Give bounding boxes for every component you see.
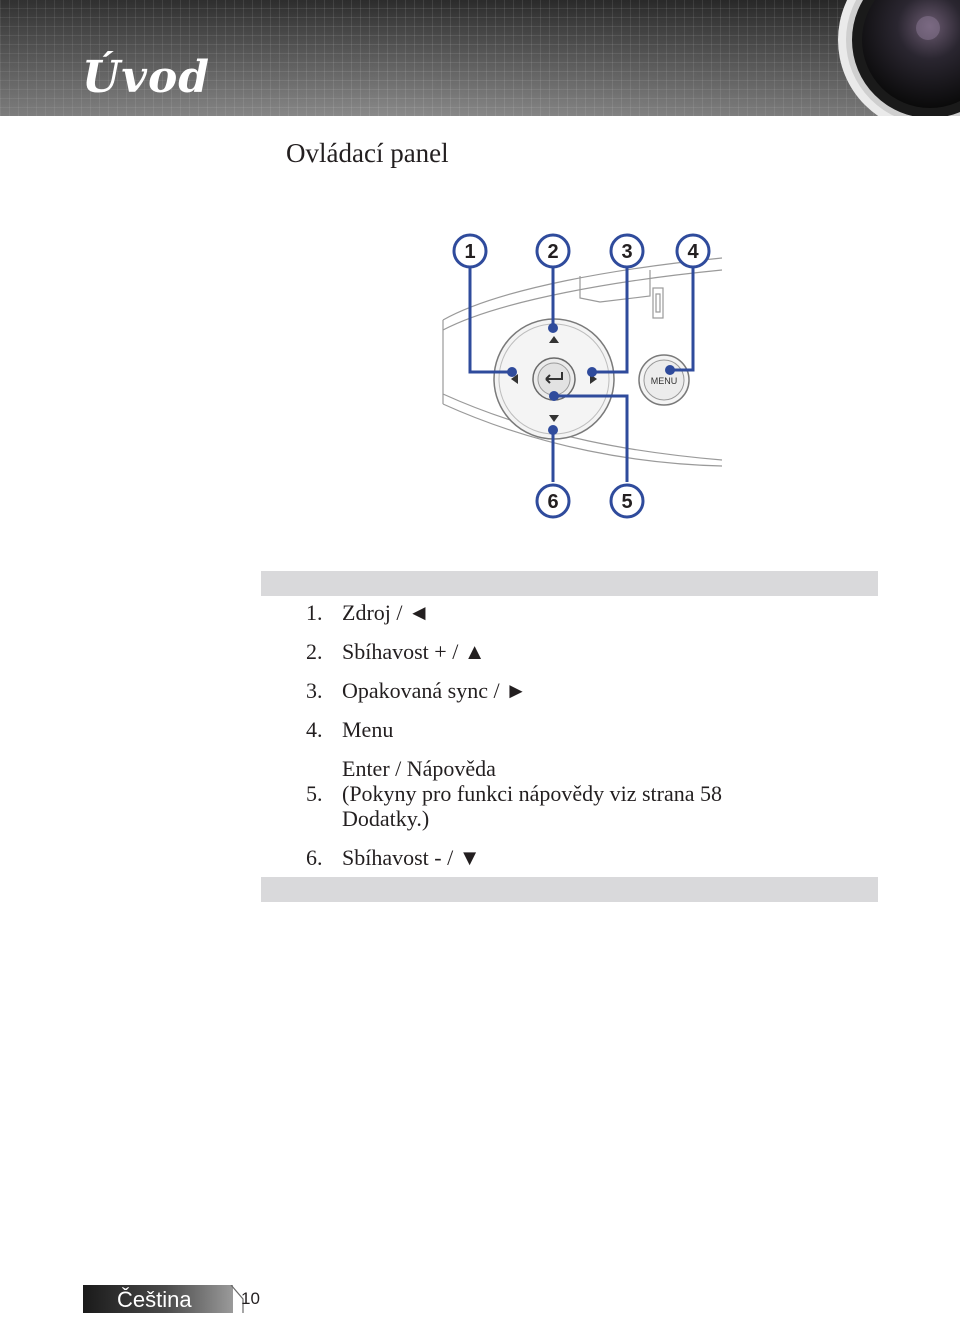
item-number: 4.	[306, 717, 323, 742]
callout-4: 4	[675, 233, 711, 269]
page-number: 10	[241, 1289, 260, 1308]
item-text-line-1: Enter / Nápověda	[342, 756, 496, 781]
menu-button-label: MENU	[651, 376, 678, 386]
item-text: Menu	[342, 717, 394, 742]
callout-2-label: 2	[547, 241, 558, 263]
item-text: Sbíhavost - / ▼	[342, 845, 481, 870]
callout-3-label: 3	[621, 241, 632, 263]
callout-dots	[507, 323, 675, 435]
direction-pad	[493, 318, 615, 440]
callout-1-label: 1	[464, 241, 475, 263]
callout-6: 6	[535, 483, 571, 519]
list-bottom-bar	[261, 877, 878, 902]
item-number: 1.	[306, 600, 323, 625]
callout-4-label: 4	[687, 241, 699, 263]
callout-1: 1	[452, 233, 488, 269]
callout-badges: 1 2 3 4 6 5	[452, 233, 711, 519]
callout-6-label: 6	[547, 491, 558, 513]
lens-image	[838, 0, 960, 116]
callout-3: 3	[609, 233, 645, 269]
item-text-line-3: Dodatky.)	[342, 806, 430, 831]
callout-2: 2	[535, 233, 571, 269]
item-text-line-2: (Pokyny pro funkci nápovědy viz strana 5…	[342, 781, 723, 806]
header-shading	[0, 0, 960, 116]
language-tab	[83, 1285, 233, 1313]
item-number: 3.	[306, 678, 323, 703]
section-title: Ovládací panel	[286, 138, 449, 168]
footer-divider	[230, 1285, 244, 1313]
header-banner: Úvod	[0, 0, 960, 116]
callout-leaders	[468, 251, 695, 482]
item-number: 2.	[306, 639, 323, 664]
page-title: Úvod	[82, 52, 211, 103]
menu-button-drawing: MENU	[638, 354, 690, 406]
list-top-bar	[261, 571, 878, 596]
item-text: Opakovaná sync / ►	[342, 678, 527, 703]
header-grid-pattern	[0, 0, 960, 116]
page-footer: Čeština 10	[83, 1285, 263, 1315]
control-panel-diagram: MENU 1 2 3 4	[442, 233, 723, 519]
item-text: Sbíhavost + / ▲	[342, 639, 486, 664]
item-text: Zdroj / ◄	[342, 600, 430, 625]
item-number: 6.	[306, 845, 323, 870]
language-label: Čeština	[117, 1287, 192, 1312]
callout-5: 5	[609, 483, 645, 519]
callout-5-label: 5	[621, 491, 632, 513]
item-number: 5.	[306, 781, 323, 806]
